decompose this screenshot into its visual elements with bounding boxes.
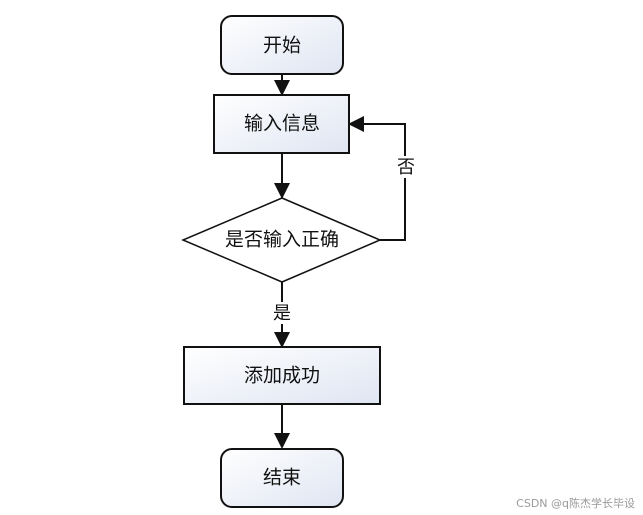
start-node: 开始 [220, 15, 344, 75]
check-node: 是否输入正确 [181, 197, 382, 283]
end-node-label: 结束 [263, 467, 301, 489]
end-node: 结束 [220, 448, 344, 508]
edge-label-bg-yes [272, 302, 292, 324]
watermark: CSDN @q陈杰学长毕设 [516, 497, 635, 510]
input-node: 输入信息 [213, 94, 350, 154]
edge-check-to-input [348, 116, 406, 241]
edge-label-yes: 是 [273, 303, 291, 324]
check-node-label: 是否输入正确 [225, 229, 339, 251]
success-node-label: 添加成功 [244, 365, 320, 387]
success-node: 添加成功 [183, 346, 381, 405]
edge-label-bg-no [396, 156, 416, 178]
start-node-label: 开始 [263, 35, 301, 57]
edge-label-no: 否 [397, 157, 415, 178]
input-node-label: 输入信息 [244, 113, 320, 135]
